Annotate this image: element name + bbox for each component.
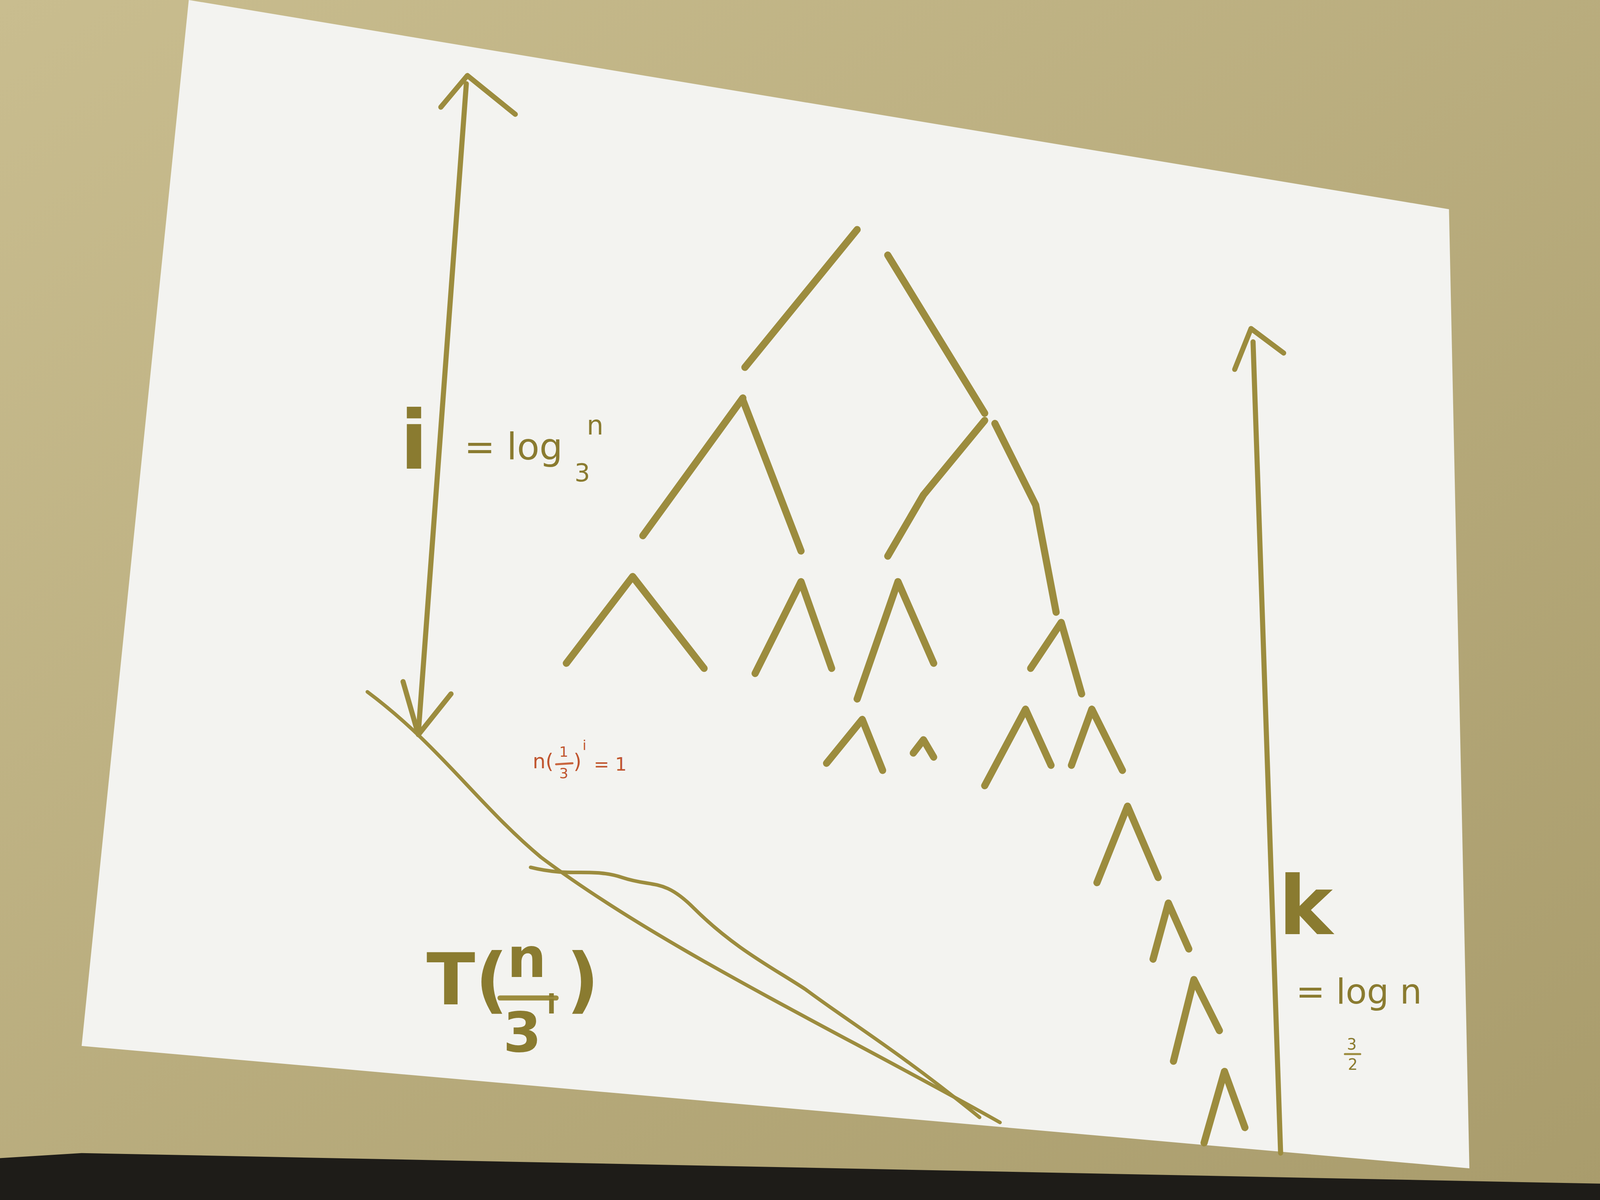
fraction-numerator: 1 — [559, 744, 569, 760]
level-variable: i — [400, 400, 429, 482]
exponent: i — [546, 991, 556, 1019]
log-base: 2 — [1348, 1057, 1358, 1073]
fraction-numerator: n — [507, 930, 547, 986]
function-text: T( — [426, 944, 508, 1016]
level-variable: k — [1278, 865, 1333, 948]
equation-text: = log n — [1296, 974, 1422, 1010]
equation-text: n( — [532, 751, 554, 772]
recursion-tree — [566, 229, 1245, 1143]
equation-text: = 1 — [594, 755, 627, 774]
height-arrows — [403, 75, 1284, 1153]
diagonal-curve — [367, 691, 1000, 1123]
function-text: ) — [566, 944, 599, 1016]
exponent: i — [582, 738, 587, 752]
dark-floor — [0, 1153, 1600, 1200]
log-base: 3 — [1346, 1036, 1357, 1053]
log-base: 3 — [574, 461, 591, 486]
log-argument: n — [586, 412, 604, 439]
fraction-denominator: 3 — [503, 1005, 542, 1061]
equation-text: ) — [573, 751, 582, 772]
fraction-denominator: 3 — [559, 766, 569, 781]
equation-text: = log — [464, 428, 563, 466]
fraction-bars — [500, 763, 1361, 1054]
projected-slide — [81, 0, 1470, 1169]
